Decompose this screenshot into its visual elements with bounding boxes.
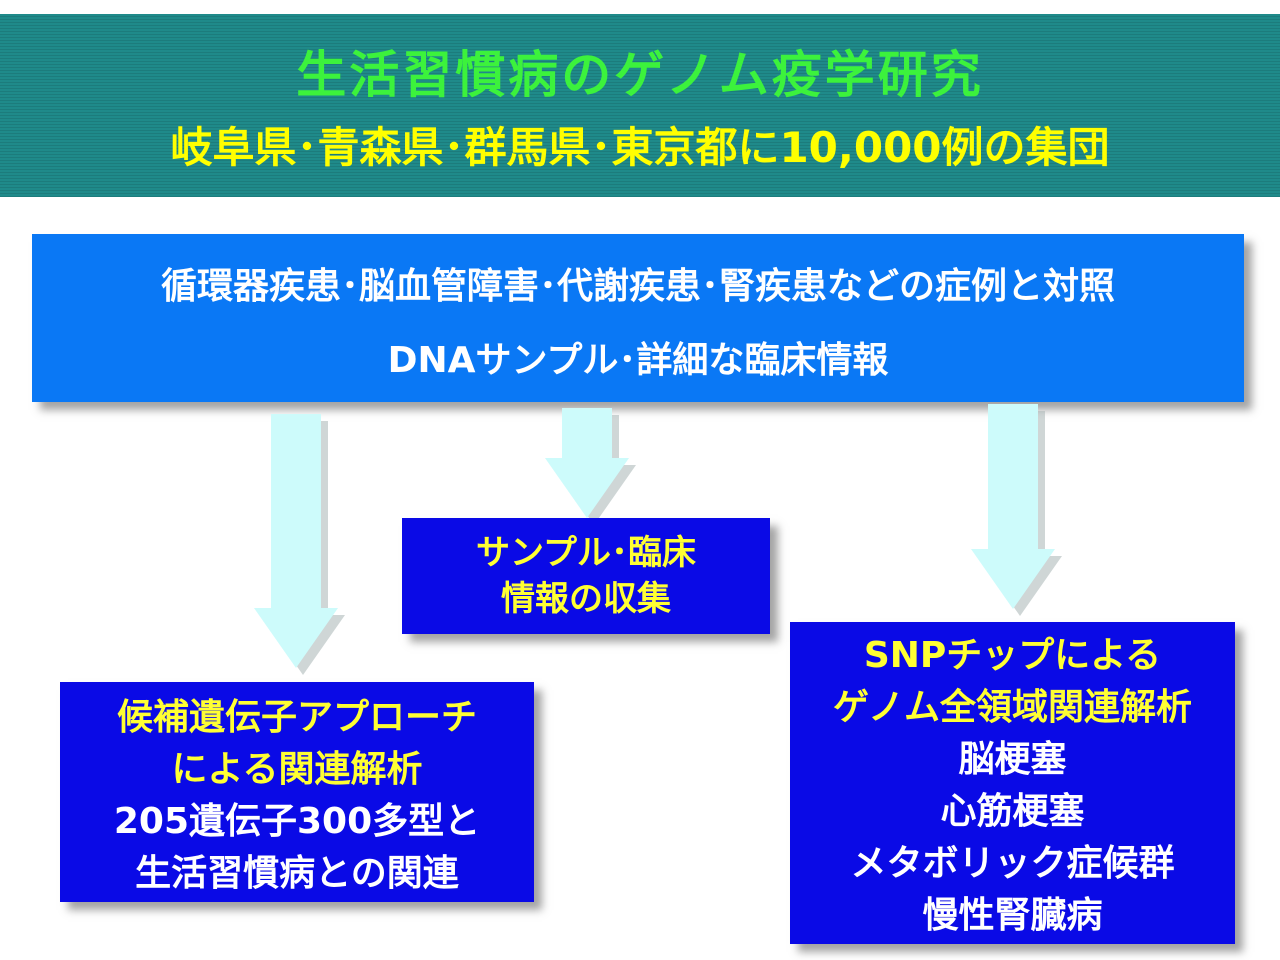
source-box: 循環器疾患･脳血管障害･代謝疾患･腎疾患などの症例と対照 DNAサンプル･詳細な… [32, 234, 1244, 402]
sample-box-line-2: 情報の収集 [501, 579, 671, 619]
source-box-line-1: 循環器疾患･脳血管障害･代謝疾患･腎疾患などの症例と対照 [160, 266, 1115, 307]
snp-gwas-box: SNPチップによる ゲノム全領域関連解析 脳梗塞 心筋梗塞 メタボリック症候群 … [790, 622, 1235, 944]
candidate-gene-box: 候補遺伝子アプローチ による関連解析 205遺伝子300多型と 生活習慣病との関… [60, 682, 534, 902]
arrow-to-sample [545, 408, 636, 525]
candidate-body-line-2: 生活習慣病との関連 [135, 853, 459, 894]
candidate-heading-line-1: 候補遺伝子アプローチ [116, 697, 477, 738]
slide-subtitle: 岐阜県･青森県･群馬県･東京都に10,000例の集団 [170, 123, 1110, 172]
snp-body-line-1: 脳梗塞 [958, 739, 1067, 780]
snp-heading-line-1: SNPチップによる [863, 635, 1162, 676]
source-box-line-2: DNAサンプル･詳細な臨床情報 [387, 340, 889, 381]
arrow-to-snp [971, 404, 1062, 616]
candidate-body-line-1: 205遺伝子300多型と [113, 801, 481, 842]
slide-title: 生活習慣病のゲノム疫学研究 [296, 46, 984, 104]
sample-box-line-1: サンプル･臨床 [476, 533, 696, 573]
header-banner: 生活習慣病のゲノム疫学研究 岐阜県･青森県･群馬県･東京都に10,000例の集団 [0, 14, 1280, 197]
candidate-heading-line-2: による関連解析 [171, 749, 423, 790]
sample-collection-box: サンプル･臨床 情報の収集 [402, 518, 770, 634]
snp-body-line-4: 慢性腎臓病 [922, 895, 1103, 936]
arrow-to-candidate [254, 414, 345, 675]
snp-body-line-2: 心筋梗塞 [940, 791, 1085, 832]
snp-heading-line-2: ゲノム全領域関連解析 [833, 687, 1192, 728]
snp-body-line-3: メタボリック症候群 [850, 843, 1175, 884]
